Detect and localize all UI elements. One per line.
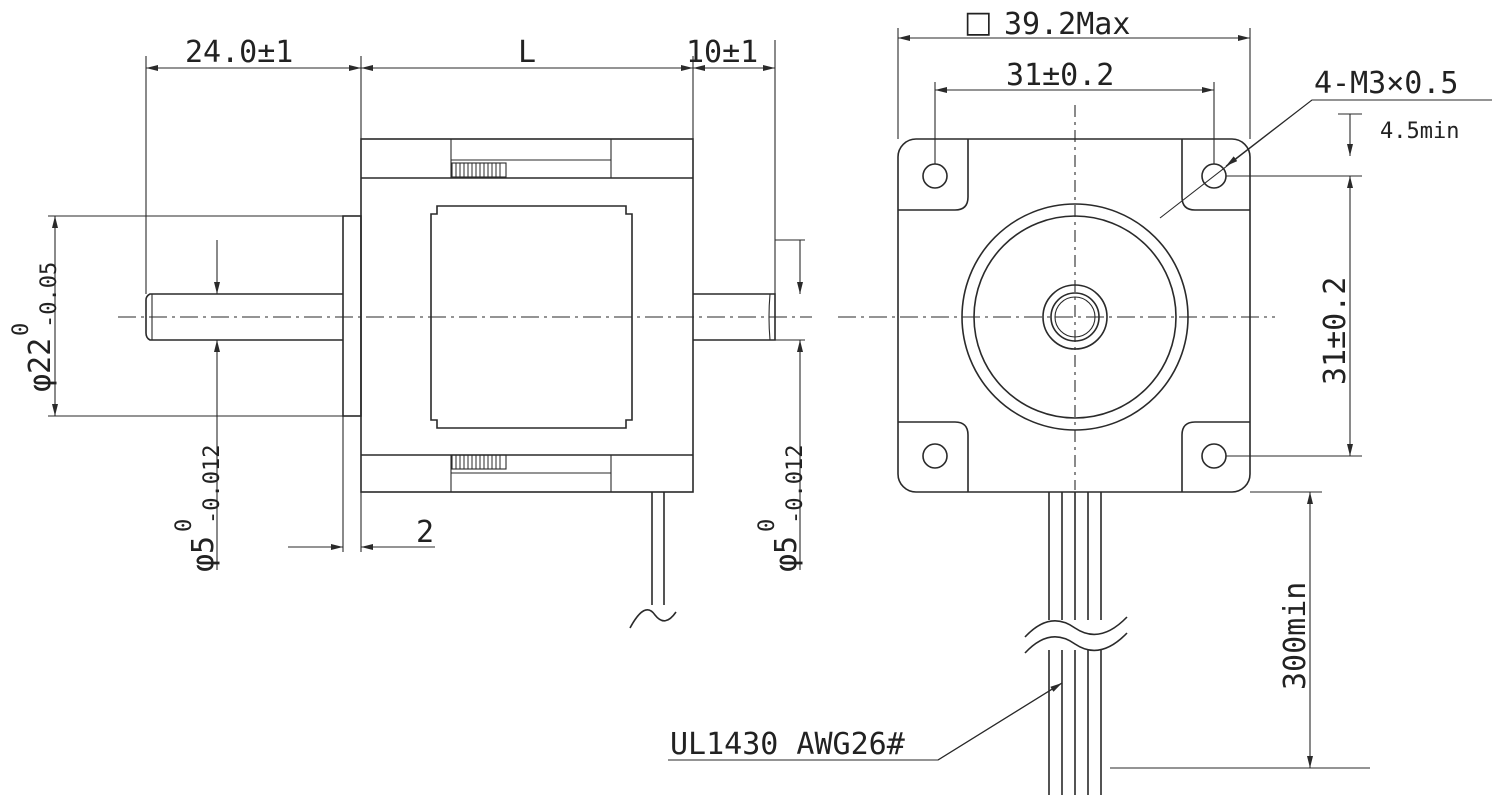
- svg-text:□: □: [964, 5, 992, 40]
- motor-body: [360, 138, 694, 493]
- hole-spacing-horizontal-label: 31±0.2: [1006, 58, 1114, 93]
- flange-outline: [897, 138, 1251, 493]
- svg-text:-0.012: -0.012: [783, 445, 808, 524]
- front-boss: [342, 215, 362, 417]
- svg-text:0: 0: [755, 519, 780, 532]
- lead-length-label: 300min: [1278, 582, 1313, 690]
- svg-text:φ5: φ5: [186, 536, 221, 572]
- cable-spec-label: UL1430 AWG26#: [670, 727, 905, 762]
- svg-text:φ5: φ5: [769, 536, 804, 572]
- shaft-outer-circle: [1042, 284, 1108, 350]
- svg-text:0: 0: [172, 519, 197, 532]
- svg-text:0: 0: [9, 323, 34, 336]
- shaft-length-label: 24.0±1: [185, 35, 293, 70]
- shaft-circle: [1050, 292, 1100, 342]
- boss-inner-circle: [973, 215, 1177, 419]
- front-view: □ 39.2Max 31±0.2 31±0.2 300min 4-M3×0.5 …: [668, 5, 1492, 795]
- boss-outer-circle: [961, 203, 1189, 431]
- svg-text:-0.05: -0.05: [37, 262, 62, 328]
- svg-text:39.2Max: 39.2Max: [1004, 7, 1130, 42]
- front-shaft: [145, 293, 343, 341]
- thread-depth-label: 4.5min: [1380, 119, 1459, 144]
- svg-text:-0.012: -0.012: [200, 445, 225, 524]
- bottom-spring: [451, 454, 507, 470]
- side-view: 24.0±1 L 10±1 φ22 0 -0.05 φ5 0 -0.012 φ5…: [9, 35, 812, 629]
- flange-size-label: □ 39.2Max: [964, 5, 1130, 42]
- mounting-hole-bottom-left: [922, 443, 948, 469]
- boss-height-label: 2: [416, 515, 434, 550]
- body-length-label: L: [518, 35, 536, 70]
- rear-shaft-length-label: 10±1: [686, 35, 758, 70]
- mounting-thread-label: 4-M3×0.5: [1314, 66, 1459, 101]
- boss-diameter-label: φ22 0 -0.05: [9, 262, 62, 392]
- rear-shaft-diameter-label: φ5 0 -0.012: [755, 445, 808, 572]
- svg-text:300min: 300min: [1278, 582, 1313, 690]
- front-shaft-diameter-label: φ5 0 -0.012: [172, 445, 225, 572]
- rear-shaft: [693, 293, 776, 341]
- svg-text:φ22: φ22: [23, 338, 58, 392]
- top-spring: [451, 162, 507, 178]
- svg-text:31±0.2: 31±0.2: [1318, 277, 1353, 385]
- hole-spacing-vertical-label: 31±0.2: [1318, 277, 1353, 385]
- side-lead-wire: [629, 492, 677, 629]
- mounting-hole-top-left: [922, 163, 948, 189]
- lead-wires: [1024, 492, 1128, 795]
- mounting-hole-bottom-right: [1201, 443, 1227, 469]
